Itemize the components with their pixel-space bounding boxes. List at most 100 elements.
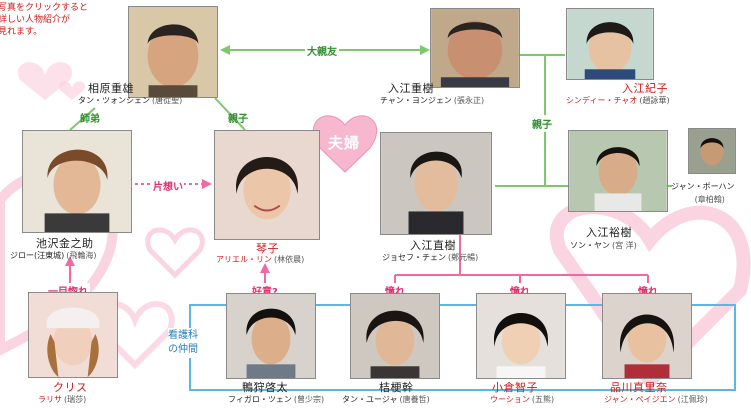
actor-kamogari-name: フィガロ・ツェン (228, 395, 292, 404)
portrait-kamogari (227, 294, 315, 378)
actor-chang-bohan: ジャン・ボーハン (章柏翰) (671, 180, 734, 206)
best-friend-arrow-left (220, 45, 230, 55)
actor-ikezawa: ジロー(汪東城)(飛輪海) (10, 250, 97, 261)
aihara-kotoko-line (214, 97, 246, 131)
name-chris: クリス (53, 381, 88, 394)
actor-shinagawa: ジャン・ペイジエン(江佩珍) (604, 394, 708, 405)
portrait-kikyo (351, 294, 439, 378)
actor-shinagawa-cn: (江佩珍) (677, 395, 708, 404)
fond-arrow (260, 263, 270, 273)
portrait-irie-noriko (567, 9, 653, 79)
label-parent-child-top: 親子 (228, 114, 248, 125)
actor-irie-naoki: ジョセフ・チェン(鄭元暢) (382, 252, 478, 263)
name-kotoko: 琴子 (256, 242, 279, 255)
instruction-note: 写真をクリックすると 詳しい人物紹介が 見れます。 (0, 2, 88, 38)
actor-kamogari: フィガロ・ツェン(曾少宗) (228, 394, 324, 405)
actor-ogura-name: ウーション (490, 395, 530, 404)
label-couple: 夫婦 (328, 134, 361, 152)
note-line-3: 見れます。 (0, 27, 43, 37)
portrait-chang-bohan (689, 129, 735, 173)
label-unrequited: 片想い (152, 178, 184, 193)
portrait-kotoko (215, 131, 319, 239)
actor-chris-name: ラリサ (38, 395, 62, 404)
photo-irie-noriko[interactable] (566, 8, 654, 80)
actor-irie-naoki-name: ジョセフ・チェン (382, 253, 446, 262)
actor-kikyo-cn: (唐養哲) (399, 395, 430, 404)
note-line-1: 写真をクリックすると (0, 3, 89, 13)
actor-ogura: ウーション(五熊) (490, 394, 554, 405)
actor-irie-noriko-name: シンディー・チャオ (566, 96, 638, 105)
disciple-line (69, 107, 96, 131)
actor-ikezawa-name: ジロー(汪東城) (10, 251, 65, 260)
photo-chris[interactable] (28, 292, 118, 378)
actor-aihara: タン・ツォンシェン(唐從聖) (78, 95, 182, 106)
couple-heart (312, 115, 378, 173)
label-parent-child-right: 親子 (532, 115, 552, 132)
actor-irie-noriko-cn: (趙詠華) (639, 96, 670, 105)
portrait-irie-yuki (569, 131, 667, 211)
name-ogura: 小倉智子 (492, 381, 538, 394)
actor-irie-shigeki: チャン・ヨンジェン(張永正) (380, 95, 484, 106)
actor-ogura-cn: (五熊) (531, 395, 555, 404)
actor-irie-noriko: シンディー・チャオ(趙詠華) (566, 95, 670, 106)
name-irie-yuki: 入江裕樹 (586, 226, 632, 239)
name-shinagawa: 品川真里奈 (610, 381, 668, 394)
photo-irie-yuki[interactable] (568, 130, 668, 212)
bg-heart-left-small (17, 62, 73, 100)
bg-heart-left-mini (58, 81, 86, 100)
photo-ogura[interactable] (476, 293, 566, 379)
actor-chang-bohan-name: ジャン・ボーハン (671, 182, 735, 191)
actor-irie-shigeki-name: チャン・ヨンジェン (380, 96, 452, 105)
label-disciple: 師弟 (80, 114, 100, 125)
label-nursing-line2: の仲間 (168, 344, 198, 355)
actor-irie-yuki: ソン・ヤン(宮 洋) (570, 240, 637, 251)
portrait-ogura (477, 294, 565, 378)
name-irie-shigeki: 入江重樹 (388, 82, 434, 95)
portrait-chris (29, 293, 117, 377)
name-irie-noriko: 入江紀子 (622, 82, 668, 95)
portrait-shinagawa (603, 294, 691, 378)
photo-irie-shigeki[interactable] (430, 8, 520, 88)
label-nursing-line1: 看護科 (168, 330, 198, 341)
photo-aihara[interactable] (128, 6, 218, 98)
actor-kikyo: タン・ユージャ(唐養哲) (342, 394, 430, 405)
photo-kotoko[interactable] (214, 130, 320, 240)
note-line-2: 詳しい人物紹介が (0, 15, 71, 25)
actor-irie-naoki-cn: (鄭元暢) (448, 253, 479, 262)
name-kamogari: 鴨狩啓太 (242, 381, 288, 394)
actor-irie-yuki-cn: (宮 洋) (612, 241, 637, 250)
actor-shinagawa-name: ジャン・ペイジエン (604, 395, 676, 404)
name-kikyo: 桔梗幹 (379, 381, 414, 394)
portrait-irie-naoki (381, 133, 491, 234)
actor-ikezawa-cn: (飛輪海) (66, 251, 97, 260)
photo-shinagawa[interactable] (602, 293, 692, 379)
actor-kotoko-cn: (林依晨) (274, 255, 305, 264)
actor-kotoko-name: アリエル・リン (216, 255, 272, 264)
name-irie-naoki: 入江直樹 (410, 239, 456, 252)
portrait-aihara (129, 7, 217, 97)
photo-chang-bohan[interactable] (688, 128, 736, 174)
actor-chang-bohan-cn: (章柏翰) (694, 195, 725, 204)
bg-heart-right-large (550, 200, 751, 391)
actor-aihara-name: タン・ツォンシェン (78, 96, 150, 105)
actor-chris-cn: (瑞莎) (64, 395, 87, 404)
bg-heart-mid-left (145, 227, 205, 279)
actor-kikyo-name: タン・ユージャ (342, 395, 398, 404)
label-nursing: 看護科 の仲間 (168, 328, 198, 358)
photo-irie-naoki[interactable] (380, 132, 492, 235)
actor-irie-yuki-name: ソン・ヤン (570, 241, 610, 250)
name-ikezawa: 池沢金之助 (36, 237, 94, 250)
label-best-friend: 大親友 (305, 43, 339, 58)
unrequited-arrow (202, 179, 212, 189)
actor-chris: ラリサ(瑞莎) (38, 394, 86, 405)
photo-kamogari[interactable] (226, 293, 316, 379)
actor-kamogari-cn: (曾少宗) (293, 395, 325, 404)
portrait-irie-shigeki (431, 9, 519, 87)
actor-irie-shigeki-cn: (張永正) (453, 96, 485, 105)
photo-kikyo[interactable] (350, 293, 440, 379)
actor-aihara-cn: (唐從聖) (152, 96, 183, 105)
actor-kotoko: アリエル・リン(林依晨) (216, 254, 304, 265)
photo-ikezawa[interactable] (22, 130, 132, 233)
best-friend-arrow-right (420, 45, 430, 55)
portrait-ikezawa (23, 131, 131, 232)
